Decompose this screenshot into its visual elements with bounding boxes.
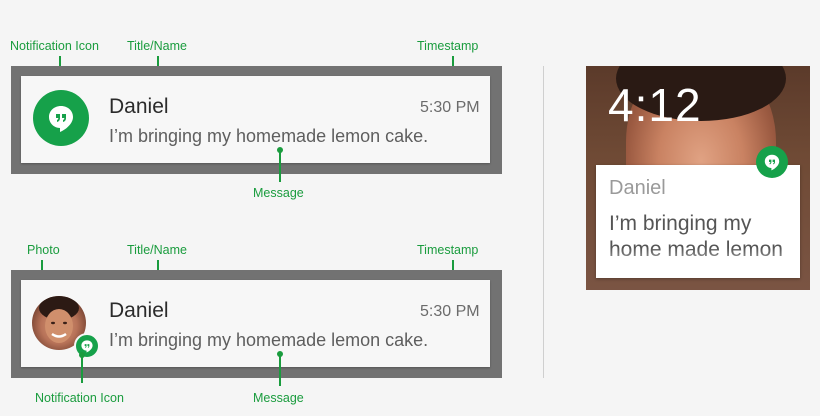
hangouts-icon	[756, 146, 788, 178]
label-title-bottom: Title/Name	[127, 243, 187, 257]
label-timestamp-top: Timestamp	[417, 39, 479, 53]
label-message-bottom: Message	[253, 391, 304, 405]
label-notification-icon-bottom: Notification Icon	[35, 391, 124, 405]
notification-timestamp: 5:30 PM	[420, 303, 480, 320]
watch-notification-title: Daniel	[609, 177, 666, 199]
label-title-top: Title/Name	[127, 39, 187, 53]
label-message-top: Message	[253, 186, 304, 200]
callout-line	[81, 355, 83, 383]
watch-text-fade	[596, 248, 800, 278]
hangouts-icon	[33, 90, 89, 146]
label-notification-icon-top: Notification Icon	[10, 39, 99, 53]
watch-notification-card[interactable]: Daniel I’m bringing my home made lemon	[596, 165, 800, 278]
notification-title: Daniel	[109, 95, 169, 118]
label-timestamp-bottom: Timestamp	[417, 243, 479, 257]
watch-time: 4:12	[608, 79, 702, 131]
notification-card-top: Daniel 5:30 PM I’m bringing my homemade …	[21, 76, 490, 163]
watch-preview: 4:12 Daniel I’m bringing my home made le…	[586, 66, 810, 290]
section-divider	[543, 66, 544, 378]
hangouts-icon	[74, 333, 100, 359]
notification-message: I’m bringing my homemade lemon cake.	[109, 330, 429, 350]
callout-line	[279, 354, 281, 386]
notification-card-bottom: Daniel 5:30 PM I’m bringing my homemade …	[21, 280, 490, 367]
notification-title: Daniel	[109, 299, 169, 322]
notification-message: I’m bringing my homemade lemon cake.	[109, 126, 429, 146]
label-photo: Photo	[27, 243, 60, 257]
callout-line	[279, 150, 281, 182]
notification-timestamp: 5:30 PM	[420, 99, 480, 116]
